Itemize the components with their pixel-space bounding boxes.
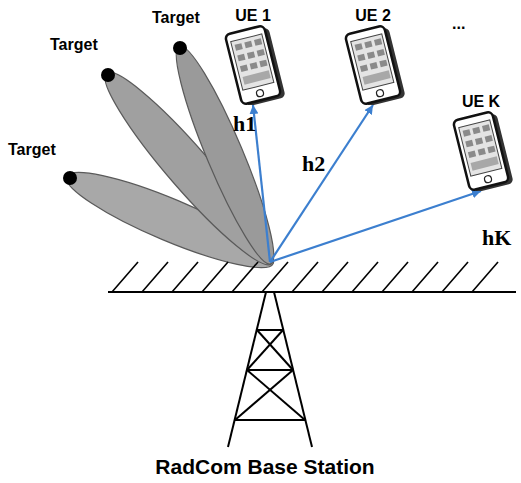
radar-target: Target bbox=[8, 140, 56, 159]
array-element bbox=[442, 262, 468, 292]
phone-icon bbox=[215, 25, 291, 105]
ue-label: UE K bbox=[443, 92, 519, 111]
channel-label: h1 bbox=[233, 112, 256, 136]
ellipsis-label: ... bbox=[452, 14, 465, 33]
radar-target: Target bbox=[152, 8, 200, 27]
station-label: RadCom Base Station bbox=[15, 455, 515, 479]
channel-arrow bbox=[270, 191, 481, 262]
base-station: RadCom Base Station bbox=[15, 262, 515, 483]
target-label: Target bbox=[8, 140, 56, 159]
array-element bbox=[322, 262, 348, 292]
array-element bbox=[172, 262, 198, 292]
array-element bbox=[202, 262, 228, 292]
array-element bbox=[352, 262, 378, 292]
array-line bbox=[108, 291, 516, 293]
tower-brace bbox=[247, 370, 305, 420]
array-element bbox=[262, 262, 288, 292]
tower-strut bbox=[247, 369, 293, 371]
array-element bbox=[232, 262, 258, 292]
array-element bbox=[112, 262, 138, 292]
array-element bbox=[412, 262, 438, 292]
array-element bbox=[142, 262, 168, 292]
tower-brace bbox=[235, 370, 293, 420]
phone-icon bbox=[443, 111, 519, 191]
target-dot bbox=[63, 171, 77, 185]
tower-brace bbox=[257, 330, 293, 370]
user-equipment: UE 1 bbox=[215, 6, 291, 105]
antenna-array bbox=[108, 262, 516, 292]
tower-strut bbox=[257, 329, 283, 331]
user-equipment: UE 2 bbox=[335, 6, 411, 105]
target-label: Target bbox=[152, 8, 200, 27]
user-equipment: UE K bbox=[443, 92, 519, 191]
array-element bbox=[292, 262, 318, 292]
radar-target: Target bbox=[50, 35, 98, 54]
target-dot bbox=[101, 68, 115, 82]
tower bbox=[228, 292, 312, 447]
target-dot bbox=[173, 41, 187, 55]
target-label: Target bbox=[50, 35, 98, 54]
tower-brace bbox=[247, 330, 283, 370]
tower-strut bbox=[235, 419, 305, 421]
channel-label: hK bbox=[482, 226, 511, 250]
channel-label: h2 bbox=[302, 152, 325, 176]
array-element bbox=[472, 262, 498, 292]
phone-icon bbox=[335, 25, 411, 105]
channel-arrow bbox=[270, 105, 373, 262]
array-element bbox=[382, 262, 408, 292]
ue-label: UE 2 bbox=[335, 6, 411, 25]
ue-label: UE 1 bbox=[215, 6, 291, 25]
